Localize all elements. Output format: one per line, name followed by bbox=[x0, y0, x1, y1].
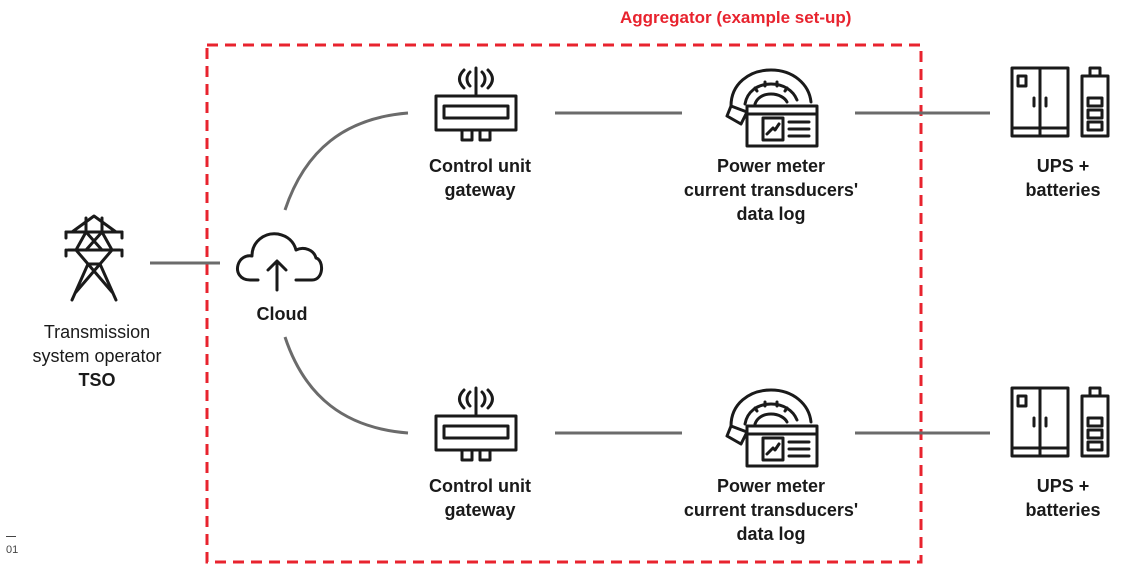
ups-battery-icon-top bbox=[1010, 66, 1110, 138]
gateway-top-line1: Control unit bbox=[429, 156, 531, 176]
connector-cloud-gateway-bottom bbox=[283, 336, 409, 435]
connector-cloud-gateway-top bbox=[283, 111, 409, 211]
aggregator-border bbox=[205, 43, 923, 564]
ups-bottom-line1: UPS + bbox=[1036, 476, 1090, 496]
ups-battery-icon-bottom bbox=[1010, 386, 1110, 458]
gateway-bottom-line2: gateway bbox=[444, 500, 516, 520]
tso-label-line1: Transmission bbox=[43, 322, 151, 342]
power-meter-icon-top bbox=[725, 68, 819, 148]
meter-top-line3: data log bbox=[736, 204, 806, 224]
gateway-bottom-label: Control unit gateway bbox=[429, 474, 531, 522]
meter-top-line2: current transducers' bbox=[683, 180, 859, 200]
ups-bottom-label: UPS + batteries bbox=[1025, 474, 1100, 522]
ups-top-line1: UPS + bbox=[1036, 156, 1090, 176]
gateway-icon-bottom bbox=[434, 386, 518, 462]
meter-bottom-line3: data log bbox=[736, 524, 806, 544]
meter-bottom-line2: current transducers' bbox=[683, 500, 859, 520]
figure-number: 01 bbox=[6, 536, 18, 556]
gateway-bottom-line1: Control unit bbox=[429, 476, 531, 496]
figure-number-text: 01 bbox=[6, 544, 19, 556]
cloud-label: Cloud bbox=[257, 302, 308, 326]
figure-number-dash bbox=[6, 536, 16, 537]
cloud-upload-icon bbox=[236, 232, 323, 292]
tso-label-line2: system operator bbox=[32, 346, 162, 366]
meter-top-label: Power meter current transducers' data lo… bbox=[684, 154, 858, 226]
ups-bottom-line2: batteries bbox=[1025, 500, 1101, 520]
tso-label-line3: TSO bbox=[78, 370, 116, 390]
cloud-label-text: Cloud bbox=[256, 304, 308, 324]
meter-bottom-label: Power meter current transducers' data lo… bbox=[684, 474, 858, 546]
gateway-icon-top bbox=[434, 66, 518, 142]
meter-top-line1: Power meter bbox=[716, 156, 826, 176]
ups-top-label: UPS + batteries bbox=[1025, 154, 1100, 202]
transmission-tower-icon bbox=[64, 214, 124, 302]
gateway-top-label: Control unit gateway bbox=[429, 154, 531, 202]
meter-bottom-line1: Power meter bbox=[716, 476, 826, 496]
ups-top-line2: batteries bbox=[1025, 180, 1101, 200]
tso-label: Transmission system operator TSO bbox=[32, 320, 161, 392]
power-meter-icon-bottom bbox=[725, 388, 819, 468]
gateway-top-line2: gateway bbox=[444, 180, 516, 200]
aggregator-title: Aggregator (example set-up) bbox=[620, 8, 852, 27]
